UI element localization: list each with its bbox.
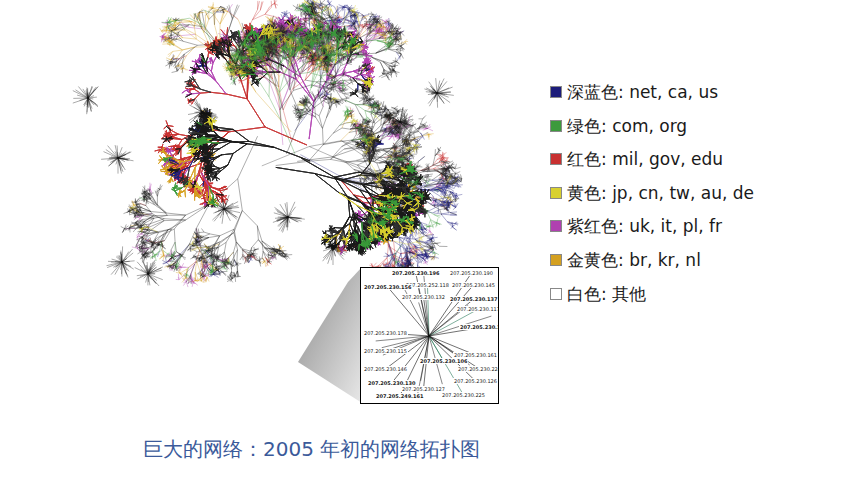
network-branches <box>121 0 462 284</box>
legend-swatch <box>550 288 562 300</box>
ip-address: 207.205.230.126 <box>453 378 498 384</box>
legend-swatch <box>550 86 562 98</box>
topology-tree <box>73 0 463 287</box>
legend-text: 绿色: com, org <box>567 115 687 137</box>
ip-address: 207.205.230.132 <box>401 294 446 300</box>
legend-swatch <box>550 220 562 232</box>
link-line <box>402 284 429 336</box>
legend-text: 金黄色: br, kr, nl <box>567 249 701 271</box>
ip-address: 207.205.249.161 <box>375 393 424 399</box>
network-branches <box>139 3 441 279</box>
ip-address: 207.205.230.190 <box>449 270 494 276</box>
ip-address: 207.205.230.146 <box>363 366 408 372</box>
legend-text: 紫红色: uk, it, pl, fr <box>567 215 722 237</box>
link-line <box>382 336 429 348</box>
legend-swatch <box>550 187 562 199</box>
ip-address: 207.205.230.224 <box>457 366 499 372</box>
legend-text: 白色: 其他 <box>567 283 646 305</box>
legend-text: 深蓝色: net, ca, us <box>567 81 718 103</box>
ip-address: 207.205.230.115 <box>363 348 408 354</box>
caption: 巨大的网络：2005 年初的网络拓扑图 <box>143 436 480 462</box>
link-line <box>429 299 474 336</box>
legend-text: 黄色: jp, cn, tw, au, de <box>567 182 754 204</box>
ip-address: 207.205.230.106 <box>419 358 468 364</box>
ip-address: 207.205.230.156 <box>363 284 412 290</box>
legend-swatch <box>550 254 562 266</box>
ip-address: 207.205.230.196 <box>391 270 440 276</box>
network-branches <box>73 78 454 286</box>
zoom-shadow <box>298 267 362 403</box>
ip-address: 207.205.230.137 <box>449 296 498 302</box>
legend-text: 红色: mil, gov, edu <box>567 148 723 170</box>
ip-address: 207.205.230.178 <box>363 330 408 336</box>
ip-address: 207.205.230.145 <box>451 282 496 288</box>
ip-address: 207.205.230.225 <box>441 392 486 398</box>
ip-address: 207.205.230.168 <box>459 324 499 330</box>
link-line <box>376 336 429 341</box>
ip-address: 207.205.230.127 <box>401 386 446 392</box>
legend-swatch <box>550 120 562 132</box>
zoom-inset: 207.205.230.196207.205.230.190207.205.25… <box>360 267 499 404</box>
ip-address: 207.205.230.117 <box>456 306 499 312</box>
legend-swatch <box>550 153 562 165</box>
